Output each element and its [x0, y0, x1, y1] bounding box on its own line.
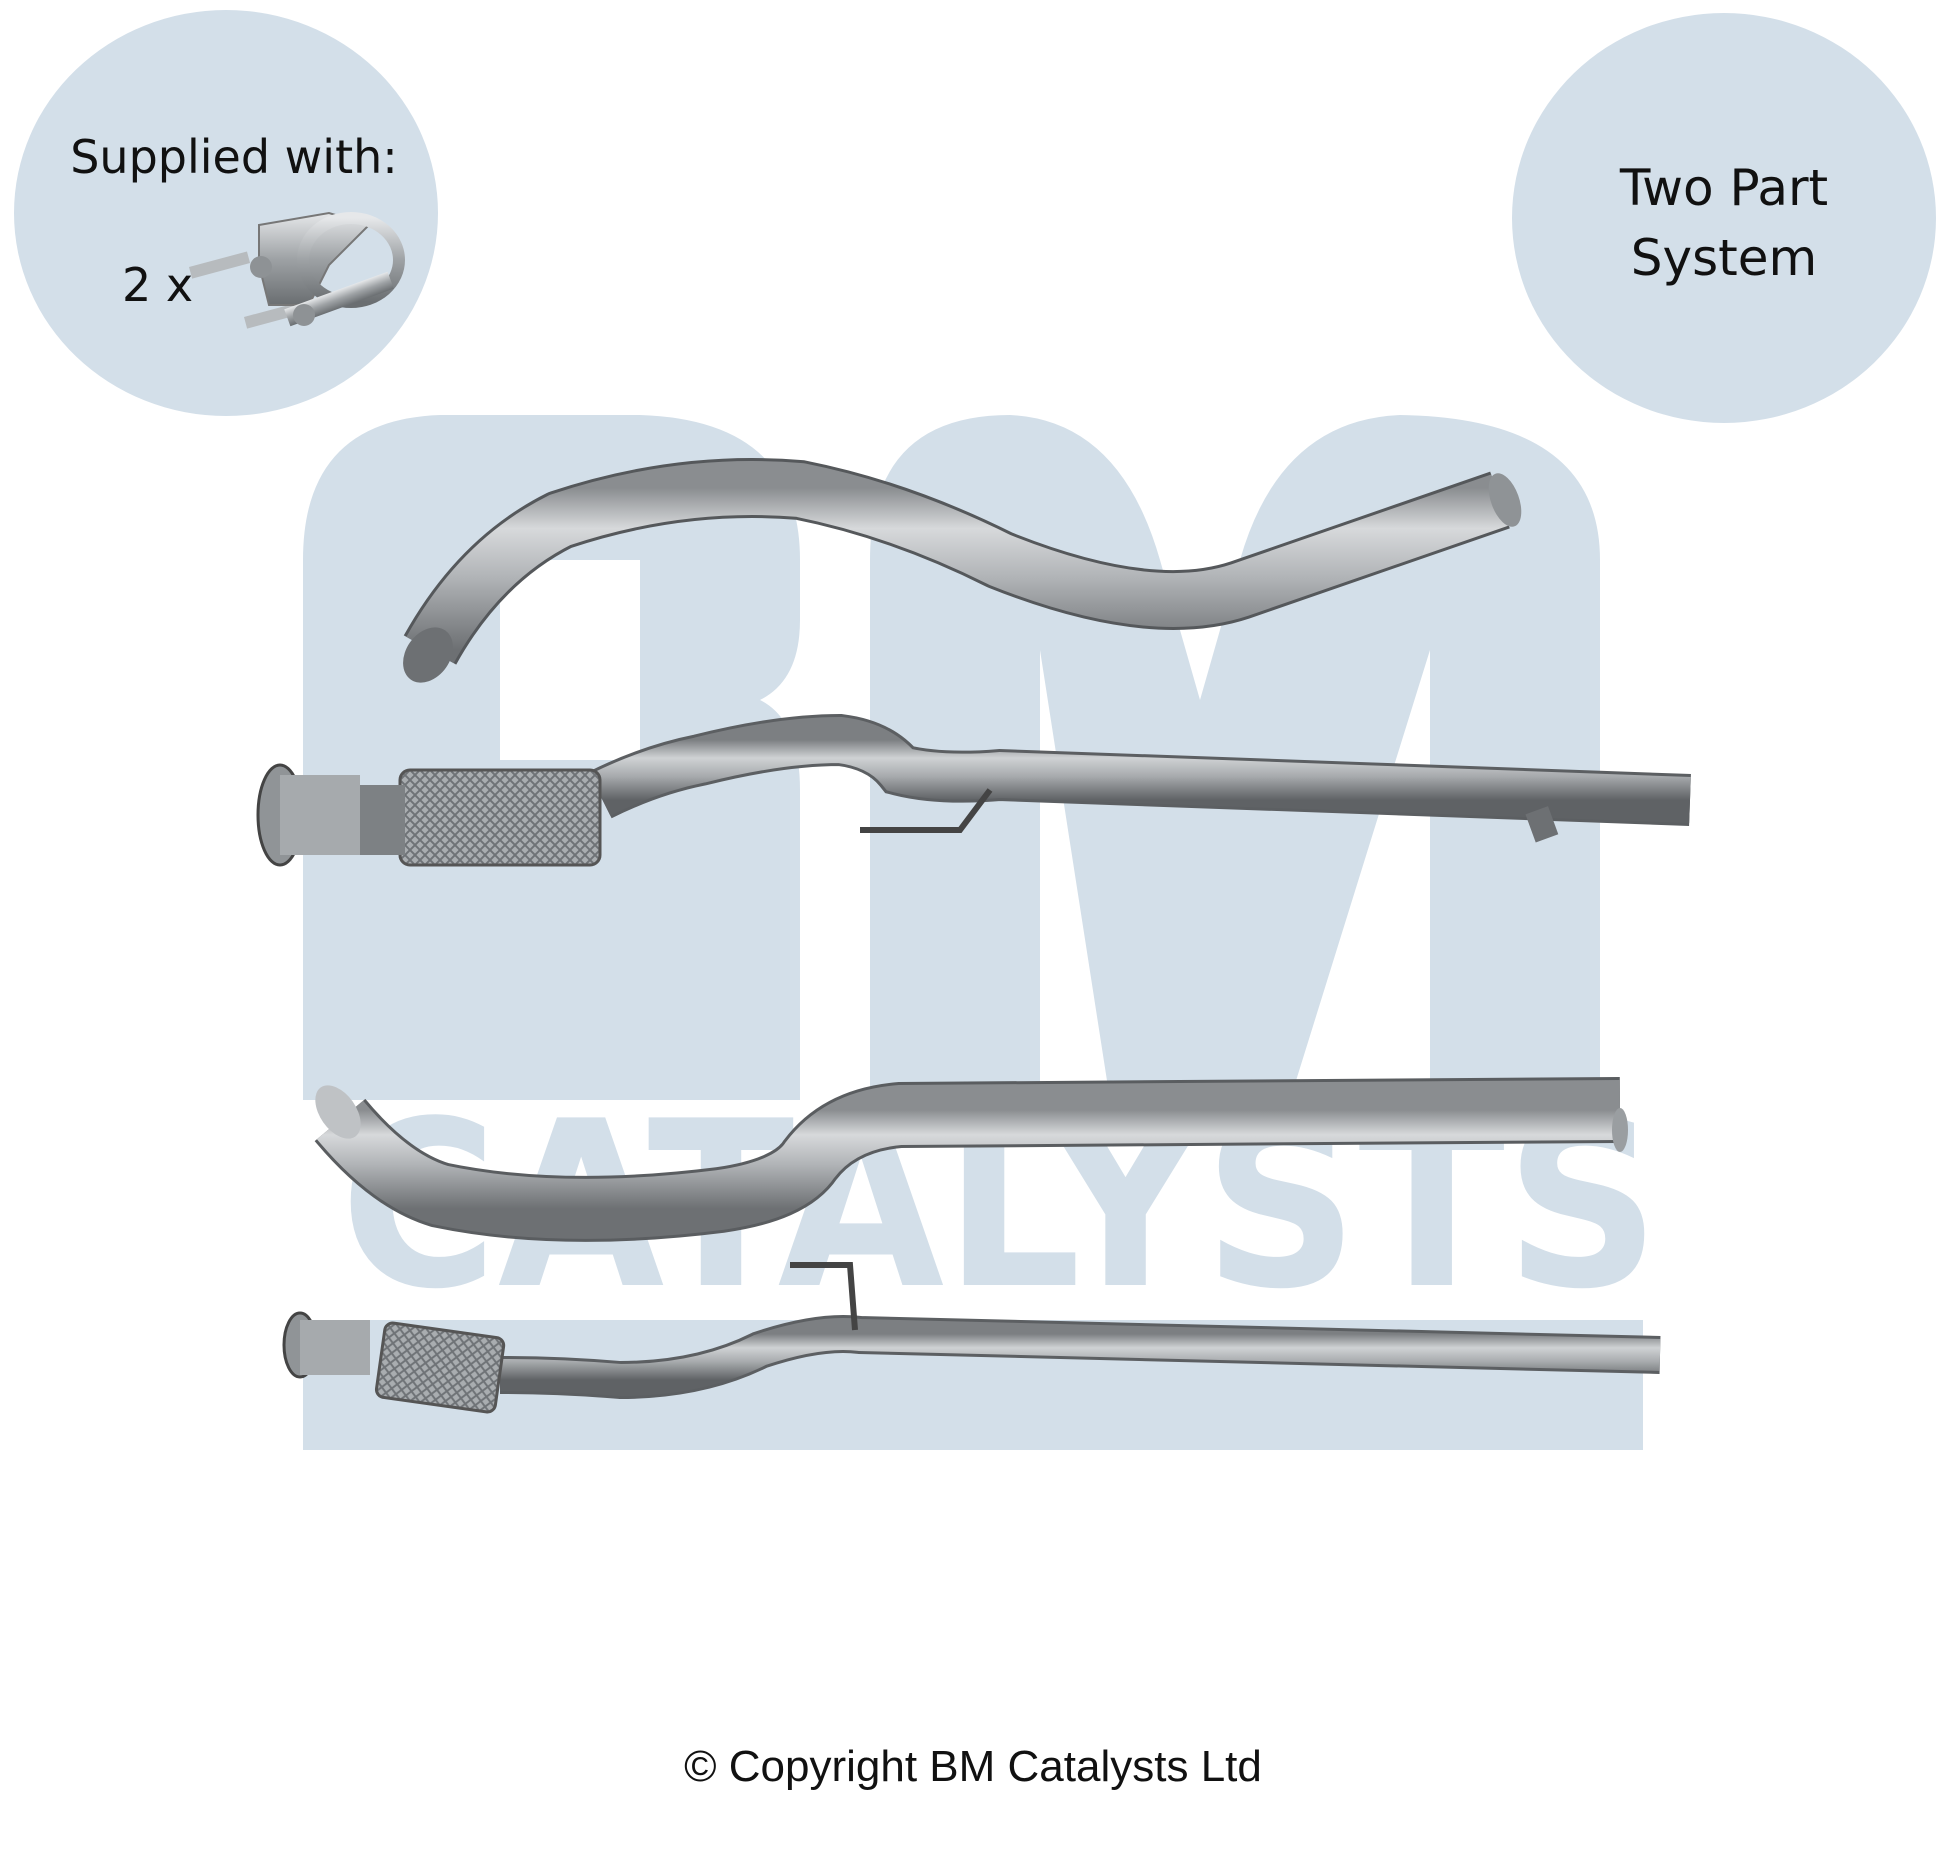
supplied-with-badge: Supplied with: 2 x — [14, 10, 438, 416]
exhaust-clamp-icon — [189, 211, 405, 329]
system-type-label: Two Part System — [1512, 153, 1936, 293]
copyright-notice: © Copyright BM Catalysts Ltd — [684, 1742, 1262, 1791]
supplied-with-label: Supplied with: — [70, 130, 398, 184]
system-type-line1: Two Part — [1619, 159, 1829, 217]
part-s-bend-tailpipe — [403, 458, 1522, 683]
clamp-quantity: 2 x — [122, 258, 194, 312]
two-part-system-badge: Two Part System — [1512, 13, 1936, 423]
part-intermediate-pipe — [314, 1077, 1628, 1242]
part-front-pipe-with-flex-and-bracket — [282, 1262, 1661, 1414]
system-type-line2: System — [1630, 229, 1818, 287]
part-front-pipe-with-flex — [256, 713, 1691, 867]
watermark-letter-b — [303, 415, 800, 1100]
